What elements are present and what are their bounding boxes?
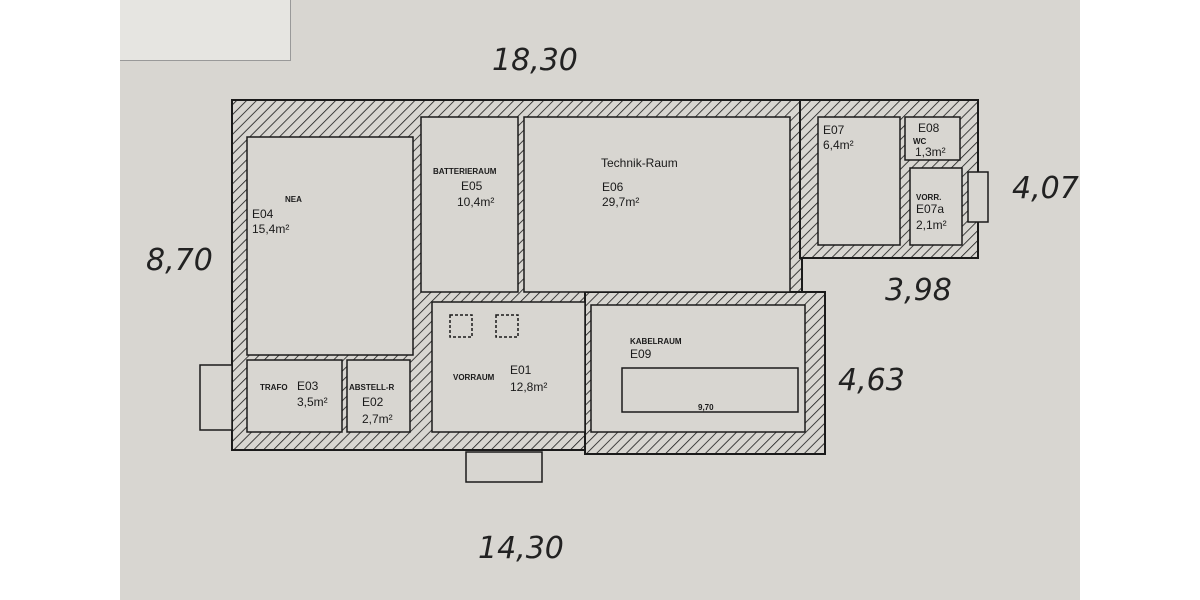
room-E07: E07 6,4m²: [823, 123, 854, 152]
svg-text:VORRAUM: VORRAUM: [453, 373, 495, 382]
handwritten-dimensions: 18,30 8,70 4,07 3,98 4,63 14,30: [146, 43, 1079, 566]
svg-text:4,07: 4,07: [1012, 171, 1079, 206]
svg-text:ABSTELL-R: ABSTELL-R: [349, 383, 395, 392]
svg-text:E02: E02: [362, 395, 384, 409]
svg-text:E09: E09: [630, 347, 652, 361]
room-E05: BATTERIERAUM E05 10,4m²: [433, 167, 497, 209]
svg-text:E03: E03: [297, 379, 319, 393]
svg-text:E05: E05: [461, 179, 483, 193]
svg-text:4,63: 4,63: [838, 363, 905, 398]
svg-text:9,70: 9,70: [698, 403, 714, 412]
room-E08: E08 WC 1,3m²: [913, 121, 946, 159]
svg-text:12,8m²: 12,8m²: [510, 380, 547, 394]
svg-text:2,1m²: 2,1m²: [916, 218, 947, 232]
note-paper: [120, 0, 291, 61]
svg-text:Technik-Raum: Technik-Raum: [601, 156, 678, 170]
svg-text:E07: E07: [823, 123, 845, 137]
room-E09: KABELRAUM E09 9,70: [630, 337, 714, 412]
room-outlines: [246, 116, 963, 433]
svg-text:BATTERIERAUM: BATTERIERAUM: [433, 167, 497, 176]
room-E01: VORRAUM E01 12,8m²: [453, 363, 547, 394]
room-E04: NEA E04 15,4m²: [252, 195, 302, 236]
svg-text:E01: E01: [510, 363, 532, 377]
svg-text:18,30: 18,30: [492, 43, 578, 78]
svg-text:WC: WC: [913, 137, 927, 146]
svg-text:3,98: 3,98: [885, 273, 952, 308]
svg-text:E04: E04: [252, 207, 274, 221]
svg-text:VORR.: VORR.: [916, 193, 941, 202]
svg-text:10,4m²: 10,4m²: [457, 195, 494, 209]
svg-text:NEA: NEA: [285, 195, 302, 204]
svg-text:15,4m²: 15,4m²: [252, 222, 289, 236]
svg-text:E06: E06: [602, 180, 624, 194]
svg-text:14,30: 14,30: [478, 531, 564, 566]
svg-text:E07a: E07a: [916, 202, 944, 216]
svg-text:6,4m²: 6,4m²: [823, 138, 854, 152]
svg-text:2,7m²: 2,7m²: [362, 412, 393, 426]
room-E07a: VORR. E07a 2,1m²: [916, 193, 947, 232]
room-E02: ABSTELL-R E02 2,7m²: [349, 383, 395, 426]
svg-text:3,5m²: 3,5m²: [297, 395, 328, 409]
room-E03: TRAFO E03 3,5m²: [260, 379, 328, 409]
svg-text:29,7m²: 29,7m²: [602, 195, 639, 209]
svg-text:1,3m²: 1,3m²: [915, 145, 946, 159]
svg-text:KABELRAUM: KABELRAUM: [630, 337, 682, 346]
svg-text:TRAFO: TRAFO: [260, 383, 288, 392]
room-E06: Technik-Raum E06 29,7m²: [601, 156, 678, 209]
svg-text:8,70: 8,70: [146, 243, 213, 278]
svg-text:E08: E08: [918, 121, 940, 135]
